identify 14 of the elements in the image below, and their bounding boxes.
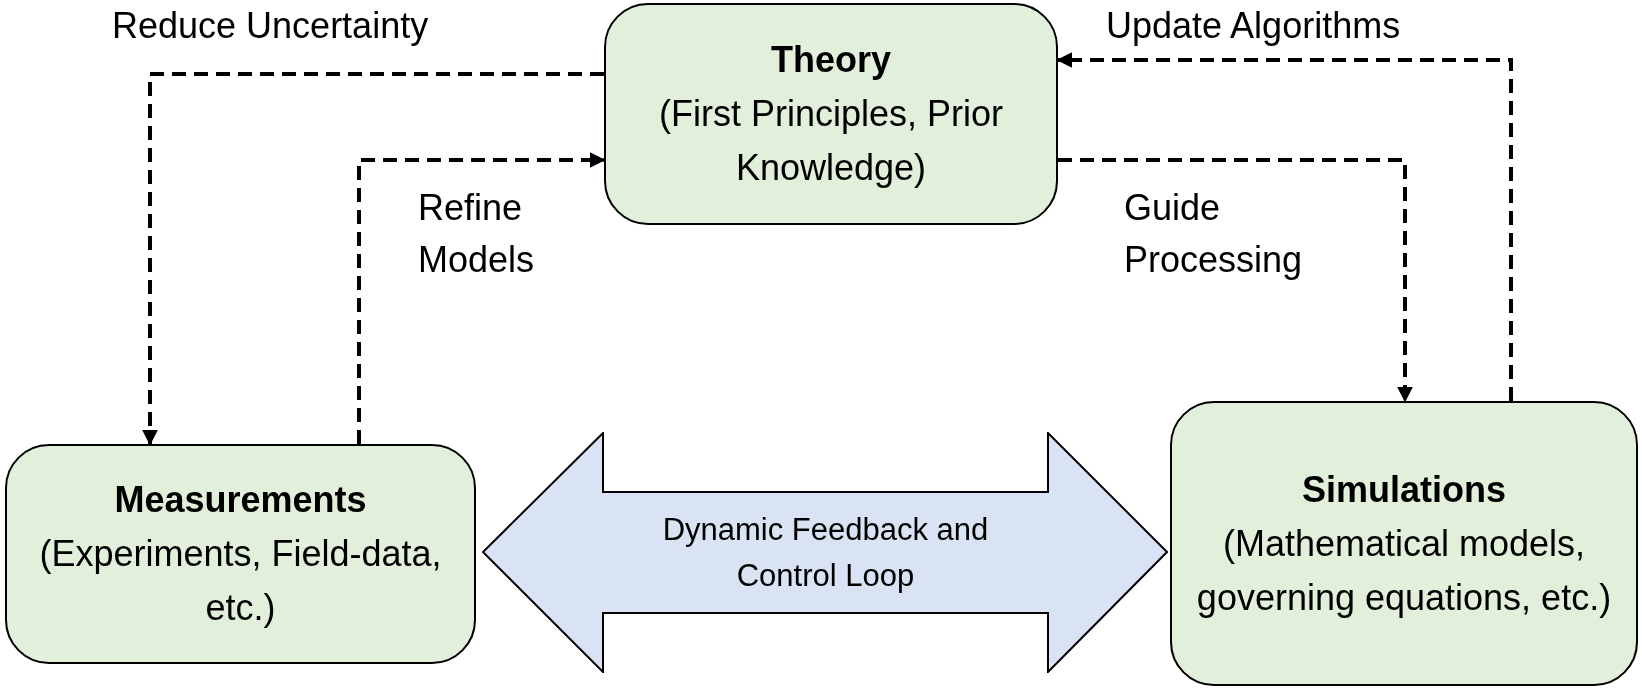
process-box [1170, 401, 1638, 686]
arrow-label: Dynamic Feedback and Control Loop [661, 510, 990, 595]
process-box [604, 3, 1058, 225]
dashed-arrow [1056, 52, 1513, 401]
box-title: Theory [771, 38, 891, 82]
box-description: (Mathematical models, governing equations, etc.) [1195, 521, 1613, 620]
process-box [5, 444, 476, 664]
box-description: (First Principles, Prior Knowledge) [657, 92, 1004, 190]
dashed-arrow [1058, 158, 1413, 403]
dashed-arrow [357, 152, 606, 444]
dashed-arrow [142, 72, 604, 446]
box-title: Simulations [1302, 467, 1506, 512]
box-description: (Experiments, Field-data, etc.) [38, 532, 443, 630]
box-title: Measurements [114, 478, 367, 522]
